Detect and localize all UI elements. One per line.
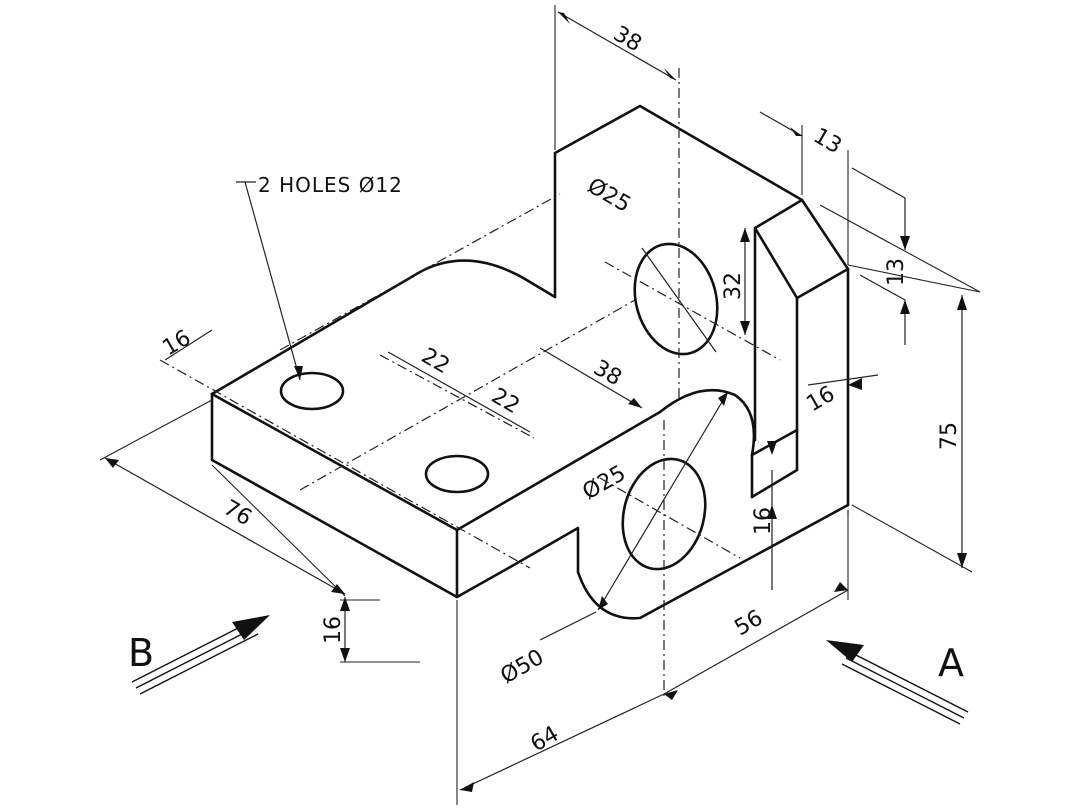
dim-hole-spacing-1: 22 [417,344,454,380]
dim-base-width: 56 [731,606,768,642]
dim-boss-bore: Ø25 [579,461,631,505]
dim-base-length: 64 [527,722,564,758]
dim-overall-height: 75 [937,422,962,450]
dim-bore-height: 32 [721,272,746,300]
view-label-a: A [938,641,964,685]
dim-boss-offset: 38 [589,356,626,392]
view-label-b: B [128,631,154,675]
dim-base-thickness: 16 [321,616,346,644]
center-lines [159,68,781,700]
dim-web-upper: 16 [803,382,840,418]
base-side-face [455,526,580,599]
dim-top-width: 38 [609,22,646,58]
dim-bore-upper: Ø25 [583,174,635,218]
upright-side [750,226,850,507]
base-front-face [210,392,459,599]
dim-hole-edge: 16 [159,326,196,362]
view-arrow-a [826,640,969,725]
extension-lines [99,5,981,805]
upright-front [553,104,804,299]
dim-upright-thickness: 13 [809,124,846,160]
dim-web-lower: 16 [751,507,776,535]
dim-boss-outer: Ø50 [497,645,549,689]
dim-hole-spacing-2: 22 [487,384,524,420]
part-outline [210,104,850,620]
boss-bottom-arc [576,503,850,620]
plate-hole-1 [279,371,345,411]
arrowheads [105,12,967,792]
dim-chamfer-vertical: 13 [884,258,909,286]
holes-note: 2 HOLES Ø12 [258,173,403,197]
upright-bore [633,242,719,356]
plate-hole-2 [424,454,490,494]
upright-chamfer [753,198,850,300]
view-arrow-b [131,615,270,695]
